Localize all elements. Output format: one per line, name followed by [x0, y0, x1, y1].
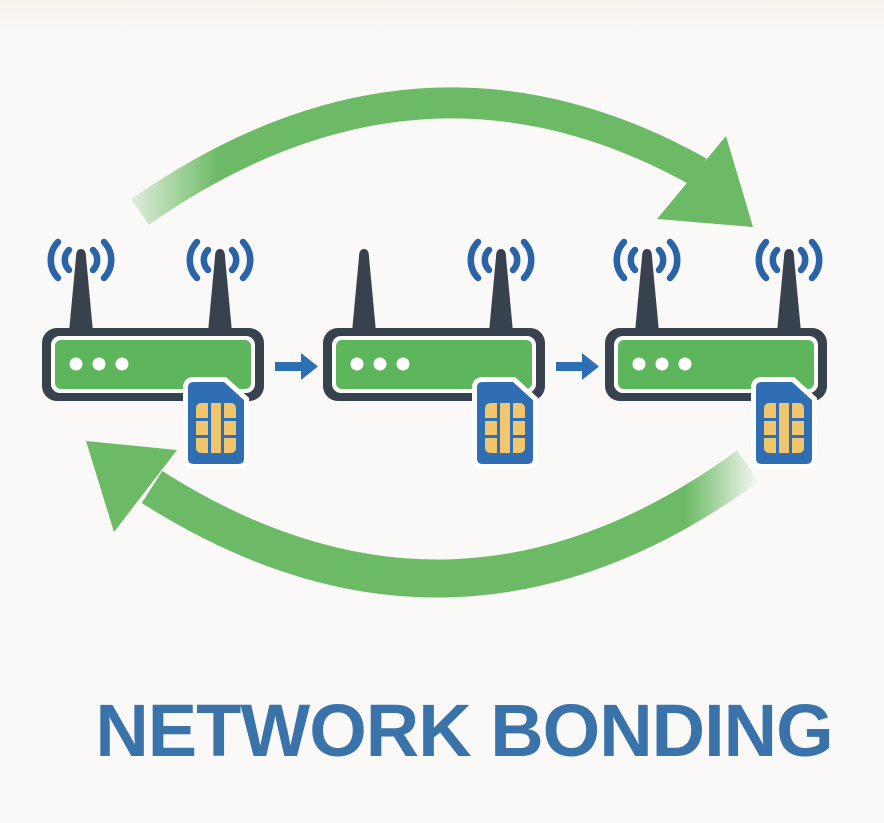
led-indicator: [678, 357, 692, 371]
led-indicator: [92, 357, 106, 371]
devices-layer: [42, 242, 827, 467]
antenna-icon: [69, 249, 93, 332]
cycle-arrowhead-right-icon: [657, 136, 753, 227]
antenna-icon: [635, 249, 659, 332]
diagram-title: NETWORK BONDING: [95, 689, 833, 772]
led-indicator: [373, 357, 387, 371]
sim-card-icon: [475, 380, 536, 467]
led-indicator: [655, 357, 669, 371]
flow-arrow-icon: [275, 353, 318, 380]
led-indicator: [350, 357, 364, 371]
sim-card-icon: [186, 380, 247, 467]
flow-arrow-icon: [556, 353, 599, 380]
led-indicator: [69, 357, 83, 371]
sim-card-icon: [754, 380, 815, 467]
cycle-arc-top: [131, 87, 707, 225]
cycle-arrow-top: [131, 87, 753, 227]
antenna-icon: [489, 249, 513, 332]
cycle-arrowhead-left-icon: [86, 441, 177, 532]
network-bonding-diagram: [42, 87, 827, 598]
led-indicator: [632, 357, 646, 371]
led-indicator: [396, 357, 410, 371]
antenna-icon: [777, 249, 801, 332]
cycle-arc-bottom: [141, 450, 760, 598]
led-indicator: [115, 357, 129, 371]
antenna-icon: [208, 249, 232, 332]
cycle-arrow-bottom: [86, 441, 760, 598]
antenna-icon: [352, 249, 376, 332]
